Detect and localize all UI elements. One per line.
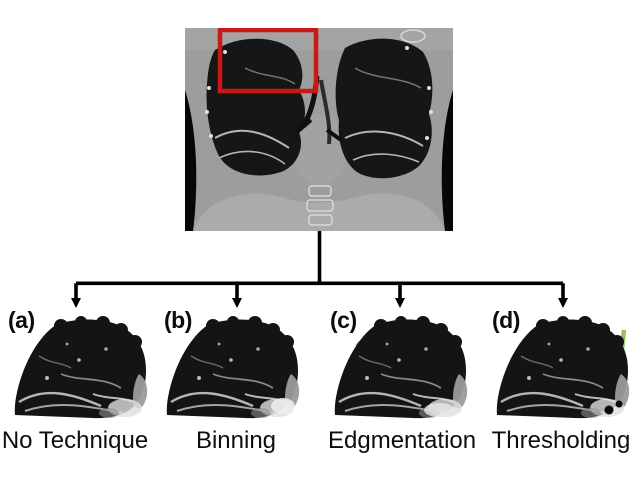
- panel-d-label: (d): [492, 307, 520, 333]
- panel-c-caption: Edgmentation: [328, 427, 477, 454]
- panel-d-caption: Thresholding: [491, 427, 631, 454]
- ct-scan-image: [185, 28, 453, 231]
- roi-box: [217, 28, 319, 94]
- lung-crop-image-b: [160, 316, 302, 420]
- panel-a-caption: No Technique: [1, 427, 149, 454]
- lung-crop-image-c: [328, 316, 470, 420]
- flow-arrowhead-c: [395, 298, 405, 308]
- panel-c-label: (c): [330, 307, 357, 333]
- lung-crop-image-d: [490, 316, 632, 420]
- flow-arrowhead-b: [232, 298, 242, 308]
- flow-arrowhead-a: [71, 298, 81, 308]
- panel-a-label: (a): [8, 307, 35, 333]
- panel-b-label: (b): [164, 307, 192, 333]
- flow-arrowhead-d: [558, 298, 568, 308]
- lung-crop-image-a: [8, 316, 150, 420]
- panel-b-caption: Binning: [195, 427, 277, 454]
